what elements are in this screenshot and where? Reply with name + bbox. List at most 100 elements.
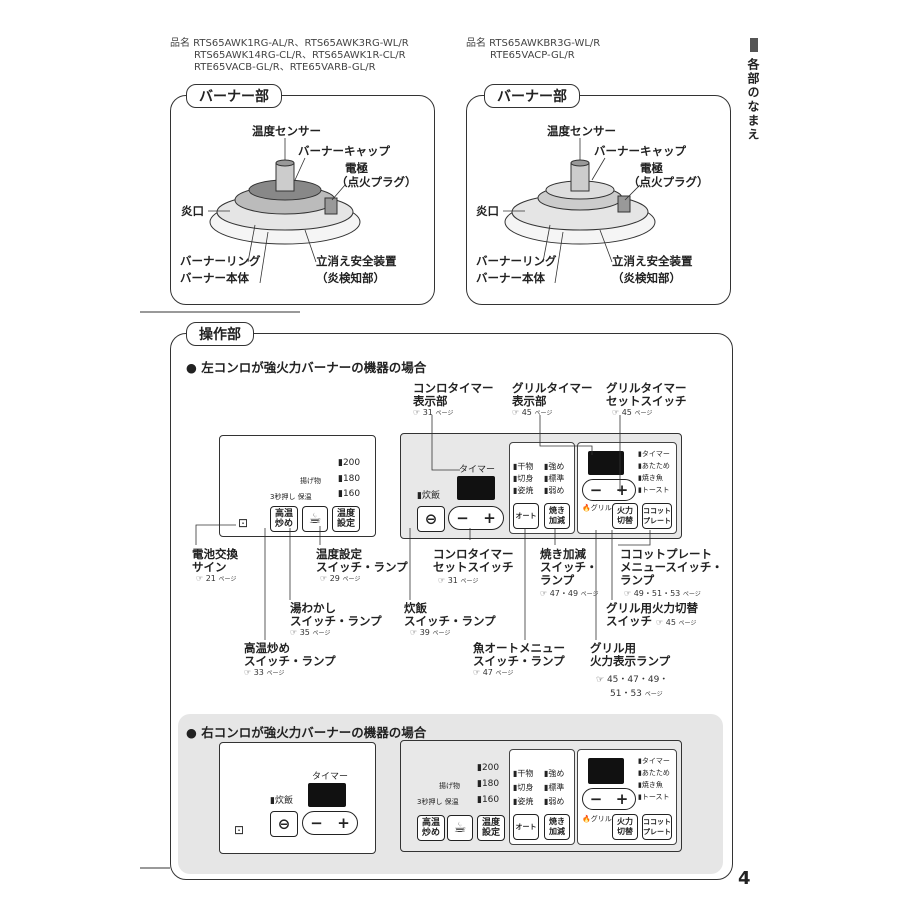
grill-timer-group: − + ▮タイマー ▮あたため ▮焼き魚 ▮トースト 🔥グリル 火力 切替 ココ… <box>577 749 677 845</box>
grill-adjust-button[interactable]: 焼き 加減 <box>544 814 570 840</box>
grill-level-text: 標準 <box>548 783 565 792</box>
rice-button[interactable]: ⊖ <box>270 811 298 837</box>
callout-line: 火力表示ランプ <box>590 654 671 668</box>
grill-timer-set-switch[interactable]: − + <box>582 788 636 810</box>
rice-text: 炊飯 <box>274 796 293 806</box>
callout-line: メニュースイッチ・ <box>620 560 723 574</box>
ref-mark: ☞ <box>290 628 298 637</box>
page-ref: ☞ 35 ページ <box>290 628 330 637</box>
high-temp-button[interactable]: 高温 炒め <box>270 506 298 532</box>
ref-page: 45 <box>521 408 532 417</box>
page-ref: ☞ 45・47・49・ <box>596 672 668 685</box>
ref-page: 29 <box>329 574 340 583</box>
temp-value: 200 <box>481 763 500 773</box>
burner-label-body: バーナー本体 <box>476 271 545 285</box>
plus-button[interactable]: + <box>615 790 629 808</box>
ref-page: 35 <box>299 628 310 637</box>
plus-button[interactable]: + <box>337 814 350 832</box>
callout-adjust: 焼き加減スイッチ・ランプ <box>540 548 598 587</box>
callout-line: スイッチ・ランプ <box>290 614 382 628</box>
grill-level-text: 弱め <box>548 797 565 806</box>
callout-line: グリル用火力切替 <box>606 601 698 615</box>
temp-set-button[interactable]: 温度 設定 <box>332 506 360 532</box>
plus-button[interactable]: + <box>483 509 496 527</box>
ref-mark: ☞ <box>438 576 446 585</box>
grill-level: ▮標準 <box>544 474 565 483</box>
ref-page: 47 <box>482 668 493 677</box>
rice-button[interactable]: ⊖ <box>417 506 445 532</box>
callout-grill-timer-set: グリルタイマーセットスイッチ <box>606 382 687 408</box>
burner-tab-right: バーナー部 <box>484 84 580 108</box>
grill-option: ▮干物 <box>513 769 534 778</box>
callout-fish-auto: 魚オートメニュースイッチ・ランプ <box>473 642 565 668</box>
temp-set-button[interactable]: 温度 設定 <box>477 815 505 841</box>
temp-value: 160 <box>342 489 361 499</box>
burner-label-electrode-sub: （点火プラグ） <box>336 175 417 189</box>
case-left-heading: ● 左コンロが強火力バーナーの機器の場合 <box>186 360 427 375</box>
grill-option-text: 姿焼 <box>517 797 534 806</box>
leader-line <box>539 415 593 455</box>
cooker-timer-display <box>308 783 346 807</box>
control-panel-left-2: タイマー ▮炊飯 ⊡ ⊖ − + <box>219 742 376 854</box>
temp-160: ▮160 <box>338 489 361 499</box>
callout-line: セットスイッチ <box>606 394 687 408</box>
temp-note: 3秒押し 保温 <box>270 493 312 501</box>
plus-button[interactable]: + <box>615 481 629 499</box>
high-temp-button[interactable]: 高温 炒め <box>417 815 445 841</box>
callout-high-temp: 高温炒めスイッチ・ランプ <box>244 642 336 668</box>
ref-page: 21 <box>205 574 216 583</box>
grill-power-button[interactable]: 火力 切替 <box>612 814 638 840</box>
timer-label: タイマー <box>459 465 496 475</box>
ref-mark: ☞ <box>656 618 664 627</box>
grill-timer-set-switch[interactable]: − + <box>582 479 636 501</box>
grill-word: グリル <box>590 504 612 512</box>
burner-label-cap: バーナーキャップ <box>594 144 686 158</box>
temp-value: 160 <box>481 795 500 805</box>
callout-line: グリルタイマー <box>512 381 593 395</box>
temp-note: 3秒押し 保温 <box>417 798 459 806</box>
callout-line: 表示部 <box>413 394 448 408</box>
ref-mark: ☞ <box>410 628 418 637</box>
callout-line: 魚オートメニュー <box>473 641 565 655</box>
menu-item-text: タイマー <box>641 450 670 458</box>
model-line: RTE65VACP-GL/R <box>490 50 575 61</box>
callout-battery: 電池交換サイン <box>192 548 238 574</box>
leader-line <box>431 415 460 471</box>
fish-auto-button[interactable]: オート <box>513 503 539 529</box>
grill-adjust-button[interactable]: 焼き 加減 <box>544 503 570 529</box>
leader-line <box>618 530 651 546</box>
temp-180: ▮180 <box>477 779 500 789</box>
menu-item: ▮トースト <box>638 486 670 494</box>
callout-line: 湯わかし <box>290 601 336 615</box>
minus-button[interactable]: − <box>589 790 603 808</box>
grill-level: ▮弱め <box>544 797 565 806</box>
cocotte-button[interactable]: ココット プレート <box>642 814 672 840</box>
burner-label-cap: バーナーキャップ <box>298 144 390 158</box>
cooker-timer-set-switch[interactable]: − + <box>302 811 358 835</box>
ref-mark: ☞ <box>540 589 548 598</box>
menu-item: ▮あたため <box>638 462 670 470</box>
grill-power-button[interactable]: 火力 切替 <box>612 503 638 529</box>
minus-button[interactable]: − <box>589 481 603 499</box>
kettle-button[interactable]: ☕ <box>302 506 328 532</box>
ref-suffix: ページ <box>312 630 331 637</box>
ref-page: 45 <box>665 618 676 627</box>
ref-mark: ☞ <box>512 408 520 417</box>
fish-auto-button[interactable]: オート <box>513 814 539 840</box>
grill-option-text: 姿焼 <box>517 486 534 495</box>
minus-button[interactable]: − <box>310 814 323 832</box>
grill-level-text: 強め <box>548 462 565 471</box>
callout-rice: 炊飯スイッチ・ランプ <box>404 602 496 628</box>
callout-line: スイッチ・ランプ <box>244 654 336 668</box>
kettle-button[interactable]: ☕ <box>447 815 473 841</box>
ref-mark: ☞ <box>413 408 421 417</box>
grill-option: ▮姿焼 <box>513 486 534 495</box>
cooker-timer-set-switch[interactable]: − + <box>448 506 504 530</box>
cocotte-button[interactable]: ココット プレート <box>642 503 672 529</box>
burner-left <box>209 159 361 245</box>
callout-line: 焼き加減 <box>540 547 586 561</box>
temp-value: 180 <box>481 779 500 789</box>
minus-button[interactable]: − <box>456 509 469 527</box>
grill-level: ▮弱め <box>544 486 565 495</box>
temp-note: 揚げ物 <box>439 782 460 790</box>
